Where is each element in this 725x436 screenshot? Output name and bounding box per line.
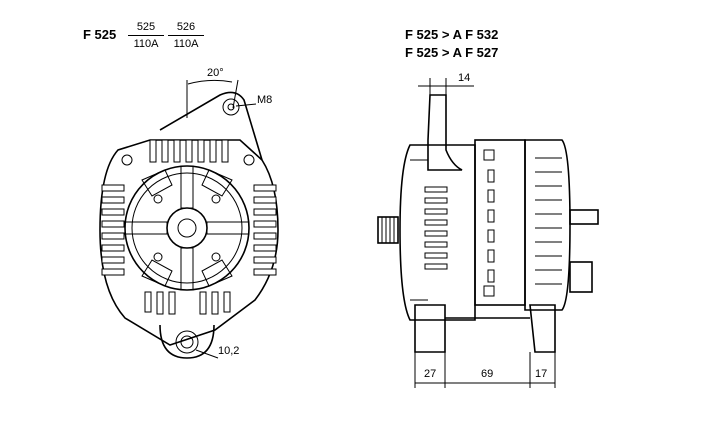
variant-number: 525 — [128, 20, 164, 36]
bottom-dimension-label: 69 — [481, 368, 494, 380]
rear-connector — [569, 261, 593, 293]
shaft-threads — [381, 217, 395, 243]
rear-fins — [535, 157, 562, 285]
drive-end-housing — [399, 144, 476, 321]
mount-hole-inner — [180, 335, 194, 349]
stator-housing — [474, 139, 526, 306]
shaft — [177, 218, 197, 238]
ear-hole-center — [227, 103, 235, 111]
terminal — [243, 154, 255, 166]
bottom-dimension-extensions — [414, 352, 556, 388]
variant-fraction: 525 110A — [128, 20, 164, 51]
angle-label: 20° — [207, 67, 224, 79]
variant-fraction: 526 110A — [168, 20, 204, 51]
rear-housing — [524, 139, 571, 311]
right-cooling-fins — [253, 184, 277, 276]
bottom-bracket-rear — [529, 304, 556, 353]
drive-end-fins — [424, 186, 448, 270]
bolt-holes — [153, 194, 221, 262]
top-dimension-label: 14 — [458, 72, 471, 84]
model-label: F 525 — [83, 27, 117, 42]
top-bracket — [427, 94, 463, 171]
terminal — [121, 154, 133, 166]
bottom-mounting-ear — [159, 324, 215, 359]
bottom-dimension-label: 27 — [424, 368, 437, 380]
ear-hole — [222, 98, 240, 116]
bolt — [483, 149, 495, 161]
compat-line: F 525 > A F 532 — [405, 27, 499, 42]
hub — [166, 207, 208, 249]
bolt — [483, 285, 495, 297]
top-mounting-ear — [159, 91, 263, 161]
left-cooling-fins — [101, 184, 125, 276]
hole-leader — [195, 349, 219, 359]
mount-hole — [175, 330, 199, 354]
compat-line: F 525 > A F 527 — [405, 45, 499, 60]
bottom-cooling-fins — [144, 291, 231, 315]
top-cooling-fins — [149, 139, 229, 163]
angle-arc — [187, 79, 233, 85]
variant-number: 526 — [168, 20, 204, 36]
stator-slots — [487, 169, 495, 283]
rear-terminal-stud — [569, 209, 599, 225]
shaft-stub — [377, 216, 399, 244]
variant-rating: 110A — [173, 38, 199, 50]
front-fins — [410, 159, 428, 301]
inner-ring — [131, 172, 243, 284]
hole-diameter-label: 10,2 — [218, 345, 240, 357]
bottom-dimension-label: 17 — [535, 368, 548, 380]
thread-label: M8 — [257, 94, 273, 106]
bottom-bracket-front — [414, 304, 446, 353]
fan-slots — [141, 169, 233, 287]
variant-rating: 110A — [133, 38, 159, 50]
